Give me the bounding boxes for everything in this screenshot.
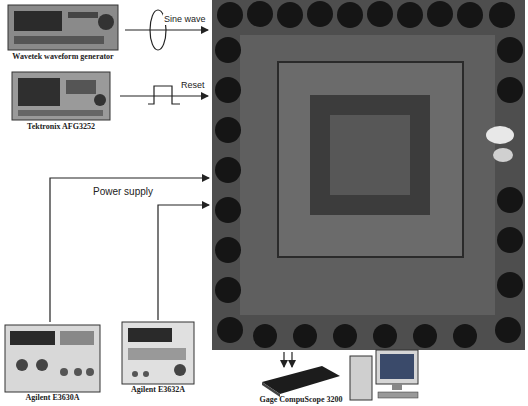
signal-label: Power supply xyxy=(92,186,154,197)
device-label: Agilent E3632A xyxy=(122,385,194,395)
power-supply-picture xyxy=(122,322,194,384)
device-label: Gage CompuScope 3200 xyxy=(257,395,344,405)
digitizer-card-picture xyxy=(262,366,340,397)
device-label: Agilent E3630A xyxy=(5,393,100,403)
power-supply: Agilent E3632A xyxy=(122,322,194,395)
digitizer-card: Gage CompuScope 3200 xyxy=(257,365,344,405)
signal-arrow xyxy=(50,10,292,367)
arbitrary-generator-picture xyxy=(12,72,110,120)
power-supply-picture xyxy=(5,325,100,392)
circuit-board xyxy=(212,0,525,350)
signal-label: Reset xyxy=(180,80,206,91)
device-label: Wavetek waveform generator xyxy=(8,52,118,62)
computer-picture xyxy=(350,350,418,400)
signal-label: Sine wave xyxy=(163,14,207,25)
waveform-generator: Wavetek waveform generator xyxy=(8,5,118,62)
device-label: Tektronix AFG3252 xyxy=(12,122,110,132)
waveform-generator: Tektronix AFG3252 xyxy=(12,72,110,132)
waveform-generator-picture xyxy=(8,5,118,50)
power-supply: Agilent E3630A xyxy=(5,325,100,403)
